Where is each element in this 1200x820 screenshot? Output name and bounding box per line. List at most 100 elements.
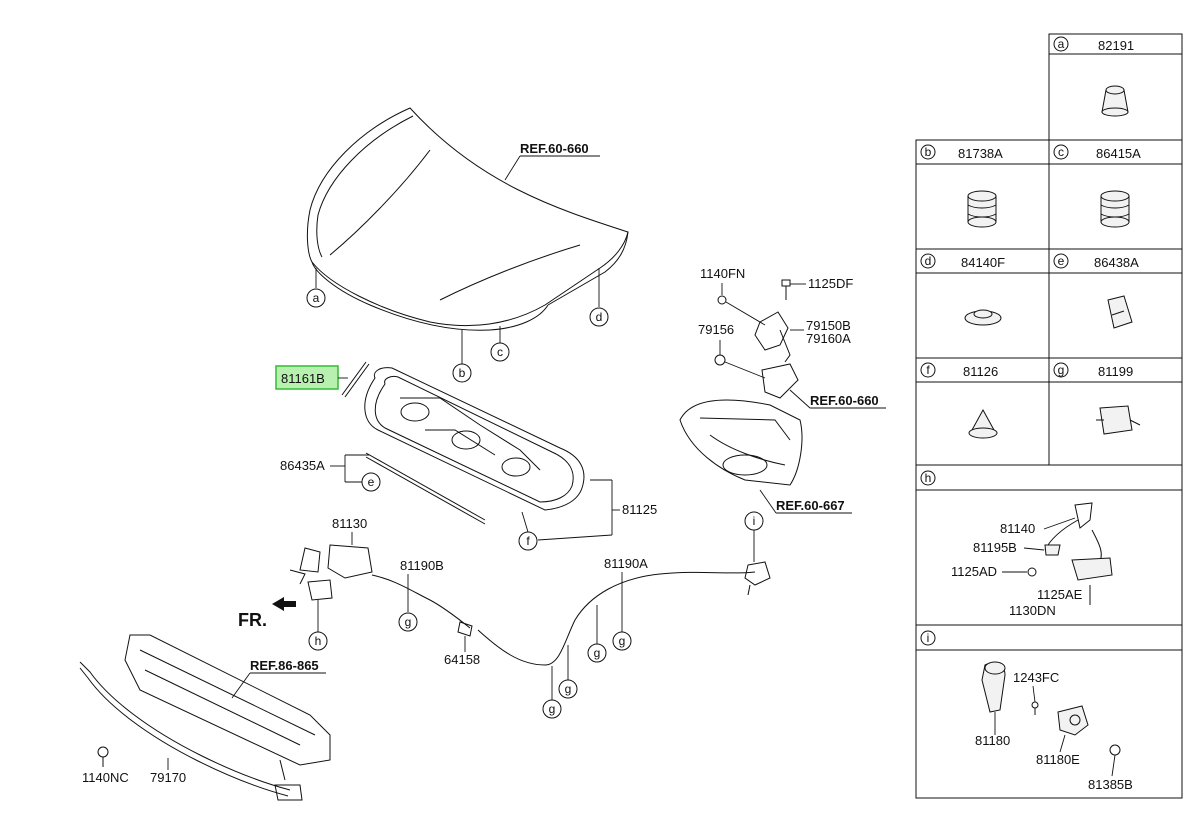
legend-b-grommet-icon	[967, 190, 997, 228]
svg-text:b: b	[925, 145, 932, 159]
svg-text:79156: 79156	[698, 322, 734, 337]
svg-text:1125DF: 1125DF	[808, 276, 853, 291]
label-79156: 79156	[698, 322, 766, 379]
legend-d-plug-icon	[964, 309, 1002, 326]
legend-header-e: e 86438A	[1053, 253, 1139, 270]
label-81190B: 81190B	[400, 558, 444, 612]
legend-a-bumper-stop-icon	[1101, 85, 1129, 117]
bumper-support-rail	[124, 634, 331, 781]
hinge-lower	[761, 363, 799, 399]
legend-header-g: g 81199	[1053, 362, 1133, 379]
svg-text:g: g	[549, 702, 556, 716]
hood-ref-label: REF.60-660	[504, 141, 600, 181]
callout-a-hood: a	[306, 268, 326, 308]
svg-text:REF.60-660: REF.60-660	[520, 141, 589, 156]
label-81125: 81125	[537, 479, 657, 541]
hood-weatherstrip	[365, 452, 486, 525]
svg-text:1243FC: 1243FC	[1013, 670, 1059, 685]
svg-text:h: h	[315, 634, 322, 648]
legend-header-i: i	[920, 630, 936, 646]
legend-header-a: a 82191	[1053, 36, 1134, 53]
legend-i-handle-icon	[981, 661, 1121, 756]
callout-d-hood: d	[589, 268, 609, 327]
svg-text:a: a	[313, 291, 320, 305]
svg-text:79170: 79170	[150, 770, 186, 785]
svg-text:81126: 81126	[963, 364, 998, 379]
svg-text:64158: 64158	[444, 652, 480, 667]
svg-text:1125AE: 1125AE	[1037, 587, 1083, 602]
callout-g-cable-5: g	[542, 666, 562, 719]
svg-text:81738A: 81738A	[958, 146, 1003, 161]
legend-h-parts: 81140 81195B 1125AD 1125AE 1130DN	[951, 517, 1083, 618]
direction-indicator: FR.	[238, 597, 296, 630]
svg-text:e: e	[368, 475, 375, 489]
label-1140NC: 1140NC	[82, 770, 129, 785]
bumper-ref-label: REF.86-865	[231, 658, 326, 699]
label-1125DF: 1125DF	[781, 276, 853, 300]
svg-text:86435A: 86435A	[280, 458, 325, 473]
svg-text:84140F: 84140F	[961, 255, 1005, 270]
legend-e-clip-icon	[1107, 295, 1133, 329]
label-79170: 79170	[150, 758, 186, 785]
svg-text:1130DN: 1130DN	[1009, 603, 1056, 618]
svg-text:81199: 81199	[1098, 364, 1133, 379]
legend-header-c: c 86415A	[1053, 144, 1141, 161]
legend-c-grommet-icon	[1100, 190, 1130, 228]
label-81161B-highlighted[interactable]: 81161B	[275, 365, 348, 390]
label-86435A: 86435A	[280, 454, 370, 483]
legend-header-f: f 81126	[920, 362, 998, 379]
label-1140FN: 1140FN	[700, 266, 766, 326]
callout-g-cable-3: g	[587, 605, 607, 663]
svg-text:82191: 82191	[1098, 38, 1134, 53]
svg-text:d: d	[925, 254, 932, 268]
hood-lift-support	[341, 361, 370, 398]
release-cable-81190A	[477, 571, 756, 666]
legend-header-h: h	[920, 470, 936, 486]
svg-text:e: e	[1058, 254, 1065, 268]
svg-text:1140FN: 1140FN	[700, 266, 745, 281]
label-64158: 64158	[444, 636, 480, 667]
latch-striker	[307, 579, 333, 601]
callout-g-cable-4: g	[558, 645, 578, 699]
svg-text:g: g	[1058, 363, 1065, 377]
hinge-ref-label: REF.60-660	[789, 389, 886, 409]
svg-text:REF.60-667: REF.60-667	[776, 498, 845, 513]
svg-text:81190A: 81190A	[604, 556, 648, 571]
svg-text:81195B: 81195B	[973, 540, 1017, 555]
hood-hinge	[754, 311, 791, 363]
callout-h-latch: h	[308, 600, 328, 651]
svg-text:REF.86-865: REF.86-865	[250, 658, 319, 673]
svg-text:79150B: 79150B	[806, 318, 851, 333]
svg-text:h: h	[925, 471, 932, 485]
svg-text:81130: 81130	[332, 516, 367, 531]
hood-latch	[289, 544, 373, 585]
legend-f-pin-icon	[968, 408, 998, 439]
svg-text:81161B: 81161B	[281, 371, 325, 386]
stay-rod-79170	[79, 661, 303, 801]
svg-text:f: f	[926, 363, 930, 377]
svg-text:81190B: 81190B	[400, 558, 444, 573]
svg-text:c: c	[1058, 145, 1064, 159]
svg-text:81385B: 81385B	[1088, 777, 1133, 792]
callout-b-hood: b	[452, 330, 472, 383]
svg-text:g: g	[405, 615, 412, 629]
callout-c-hood: c	[490, 326, 510, 362]
release-cable-81190B	[371, 574, 471, 629]
bolt-1140NC	[97, 746, 109, 767]
svg-text:a: a	[1058, 37, 1065, 51]
callout-e-strip: e	[361, 472, 381, 492]
release-handle	[744, 561, 771, 596]
svg-text:d: d	[596, 310, 603, 324]
svg-text:1125AD: 1125AD	[951, 564, 997, 579]
hood-insulator-pad	[364, 367, 585, 511]
svg-text:1140NC: 1140NC	[82, 770, 129, 785]
svg-text:f: f	[526, 534, 530, 548]
svg-text:81180E: 81180E	[1036, 752, 1080, 767]
svg-text:g: g	[565, 682, 572, 696]
svg-text:i: i	[927, 631, 930, 645]
svg-text:g: g	[594, 646, 601, 660]
label-81190A: 81190A	[604, 556, 648, 632]
callout-g-cable-1: g	[398, 612, 418, 632]
svg-text:FR.: FR.	[238, 610, 267, 630]
